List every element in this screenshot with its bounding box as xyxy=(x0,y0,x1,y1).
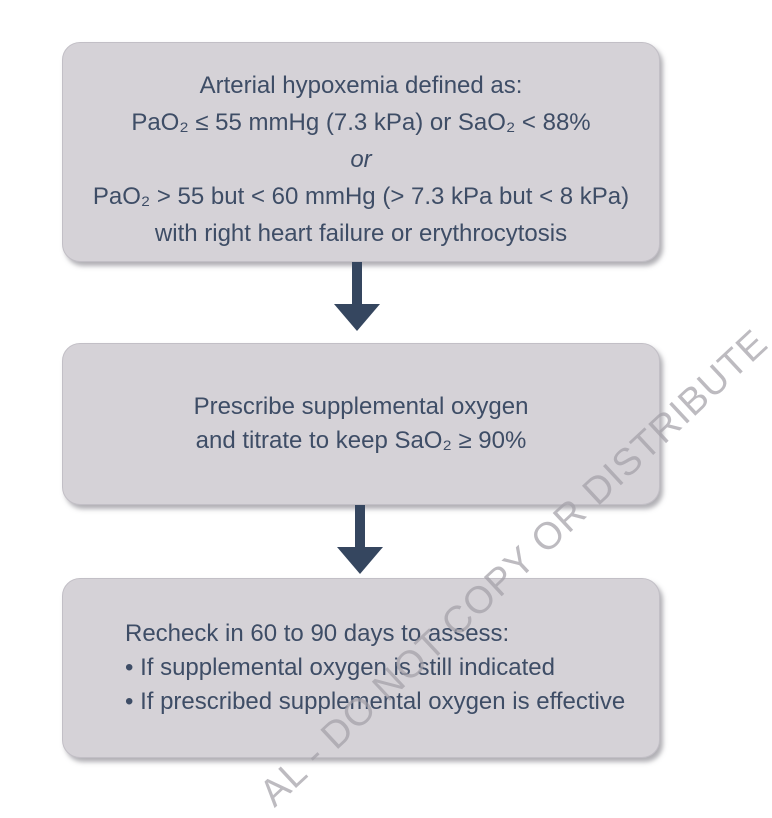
box-text-line: and titrate to keep SaO₂ ≥ 90% xyxy=(195,427,527,454)
box-text-line: PaO₂ ≤ 55 mmHg (7.3 kPa) or SaO₂ < 88% xyxy=(131,108,591,136)
down-arrow xyxy=(337,505,383,574)
flowchart-box-prescribe-oxygen: Prescribe supplemental oxygen and titrat… xyxy=(62,343,660,505)
box-text-line-or: or xyxy=(350,145,372,173)
box-text-line: Recheck in 60 to 90 days to assess: xyxy=(125,620,510,647)
arrow-head-icon xyxy=(334,304,380,331)
box-text-line: Prescribe supplemental oxygen xyxy=(193,393,529,420)
box-bullet-line: • If prescribed supplemental oxygen is e… xyxy=(125,688,626,715)
arrow-head-icon xyxy=(337,547,383,574)
flowchart-box-hypoxemia-definition: Arterial hypoxemia defined as: PaO₂ ≤ 55… xyxy=(62,42,660,262)
down-arrow xyxy=(334,262,380,331)
box-text-line: Arterial hypoxemia defined as: xyxy=(199,71,523,99)
arrow-stem xyxy=(352,262,362,304)
box-text-line: PaO₂ > 55 but < 60 mmHg (> 7.3 kPa but <… xyxy=(92,182,630,210)
flowchart-box-recheck: Recheck in 60 to 90 days to assess: • If… xyxy=(62,578,660,758)
arrow-stem xyxy=(355,505,365,547)
box-bullet-line: • If supplemental oxygen is still indica… xyxy=(125,654,555,681)
box-text-line: with right heart failure or erythrocytos… xyxy=(154,219,568,247)
